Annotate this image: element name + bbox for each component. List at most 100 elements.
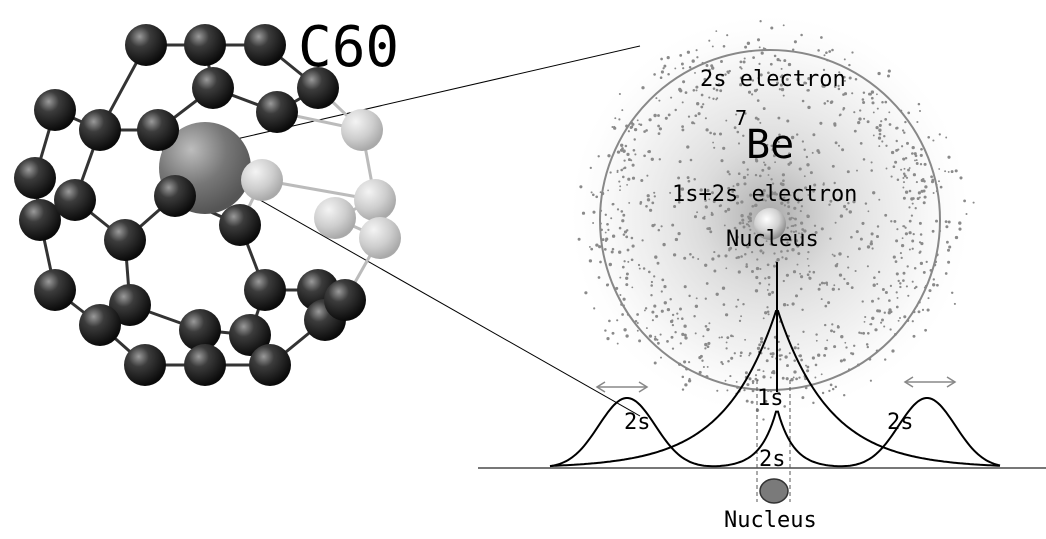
electron-dot — [623, 260, 626, 263]
electron-dot — [802, 330, 805, 333]
electron-dot — [773, 252, 776, 255]
electron-dot — [788, 152, 791, 155]
electron-dot — [843, 277, 846, 281]
electron-dot — [747, 215, 750, 219]
electron-dot — [699, 188, 703, 192]
electron-dot — [792, 217, 795, 220]
electron-dot — [751, 204, 755, 208]
electron-dot — [730, 334, 733, 338]
electron-dot — [776, 258, 780, 262]
electron-dot — [725, 267, 728, 270]
electron-dot — [824, 346, 828, 351]
electron-dot — [705, 128, 709, 132]
electron-dot — [780, 67, 783, 70]
electron-dot — [762, 136, 766, 140]
electron-dot — [902, 279, 905, 282]
electron-dot — [923, 195, 927, 199]
electron-dot — [603, 248, 607, 251]
electron-dot — [820, 281, 824, 285]
electron-dot — [581, 211, 586, 215]
electron-dot — [731, 190, 735, 193]
electron-dot — [724, 313, 729, 317]
electron-dot — [927, 135, 931, 139]
electron-dot — [674, 108, 677, 112]
electron-dot — [722, 45, 726, 48]
electron-dot — [710, 211, 713, 214]
electron-dot — [703, 77, 707, 81]
electron-dot — [704, 205, 708, 209]
electron-dot — [801, 228, 805, 231]
electron-dot — [885, 167, 888, 170]
electron-dot — [604, 231, 607, 234]
electron-dot — [756, 369, 759, 372]
electron-dot — [784, 237, 788, 241]
electron-dot — [781, 256, 784, 259]
arrow-left — [595, 381, 649, 393]
electron-dot — [870, 161, 873, 164]
electron-dot — [643, 309, 646, 312]
electron-dot — [900, 243, 905, 248]
electron-dot — [822, 68, 826, 72]
electron-dot — [862, 100, 866, 105]
electron-dot — [786, 304, 789, 307]
electron-dot — [694, 332, 697, 335]
electron-dot — [914, 159, 916, 162]
electron-dot — [953, 302, 956, 305]
electron-dot — [887, 69, 891, 73]
electron-dot — [706, 365, 709, 368]
electron-dot — [654, 335, 657, 338]
electron-dot — [904, 232, 908, 236]
electron-dot — [793, 40, 797, 44]
carbon-atom — [184, 24, 226, 66]
electron-dot — [804, 82, 808, 85]
electron-dot — [754, 173, 758, 177]
electron-dot — [702, 335, 705, 338]
c60-label: C60 — [298, 15, 399, 80]
electron-dot — [681, 375, 685, 379]
carbon-atom — [79, 304, 121, 346]
electron-dot — [745, 265, 749, 268]
electron-dot — [845, 208, 848, 211]
electron-dot — [782, 197, 785, 200]
electron-dot — [870, 96, 874, 100]
electron-dot — [908, 248, 911, 251]
electron-dot — [863, 321, 866, 323]
electron-dot — [687, 179, 691, 183]
electron-dot — [754, 116, 758, 120]
electron-dot — [797, 347, 800, 350]
electron-dot — [896, 178, 900, 182]
electron-dot — [848, 63, 851, 67]
electron-dot — [684, 336, 688, 340]
electron-dot — [704, 263, 708, 267]
electron-dot — [870, 90, 875, 94]
electron-dot — [837, 288, 841, 291]
electron-dot — [693, 178, 696, 181]
electron-dot — [630, 159, 633, 162]
electron-dot — [604, 329, 607, 332]
electron-dot — [854, 269, 857, 273]
carbon-atom — [244, 24, 286, 66]
electron-dot — [771, 148, 775, 152]
electron-dot — [784, 257, 788, 261]
electron-dot — [755, 266, 760, 271]
electron-dot — [625, 334, 629, 338]
electron-dot — [847, 201, 850, 205]
electron-dot — [669, 191, 672, 194]
electron-dot — [793, 206, 797, 210]
electron-dot — [785, 377, 789, 381]
electron-dot — [771, 290, 775, 294]
electron-dot — [772, 154, 776, 158]
electron-dot — [878, 132, 882, 136]
electron-dot — [660, 70, 664, 74]
electron-dot — [687, 379, 692, 383]
electron-dot — [936, 283, 939, 287]
label-2s-center: 2s — [759, 447, 786, 472]
electron-dot — [780, 201, 784, 205]
electron-dot — [691, 121, 695, 125]
electron-dot — [722, 303, 726, 306]
electron-dot — [911, 247, 914, 250]
arrow-right — [903, 376, 957, 388]
electron-dot — [590, 247, 594, 251]
electron-dot — [888, 111, 891, 114]
